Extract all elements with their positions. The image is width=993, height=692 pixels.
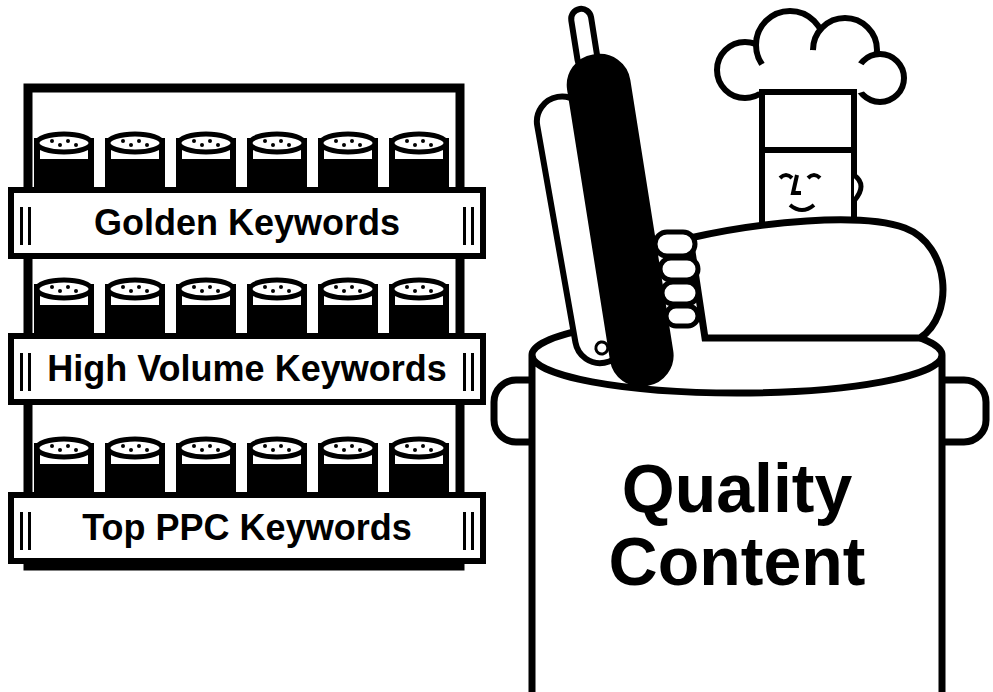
- spice-jar: [179, 134, 233, 189]
- spice-jar: [321, 439, 375, 494]
- spice-jar: [108, 134, 162, 189]
- spice-jar: [250, 280, 304, 335]
- spice-jar: [250, 134, 304, 189]
- spice-jar: [392, 134, 446, 189]
- shelf-text: Golden Keywords: [94, 202, 400, 244]
- shelf-label: Top PPC Keywords: [8, 492, 486, 564]
- spice-jar: [179, 280, 233, 335]
- spice-jar: [37, 280, 91, 335]
- spice-jar: [37, 134, 91, 189]
- spice-jar: [392, 280, 446, 335]
- spice-jar: [108, 439, 162, 494]
- chef-hand: [655, 232, 698, 326]
- pot-label: Quality Content: [567, 317, 907, 599]
- spice-jar: [179, 439, 233, 494]
- spice-jar: [321, 134, 375, 189]
- shelf-text: Top PPC Keywords: [82, 507, 411, 549]
- spice-jar: [37, 439, 91, 494]
- spice-jar: [392, 439, 446, 494]
- rolling-pin: [558, 3, 675, 387]
- chef-arm: [690, 220, 943, 338]
- spice-jar: [108, 280, 162, 335]
- shelf-text: High Volume Keywords: [47, 348, 446, 390]
- chef-hat: [717, 11, 904, 150]
- spice-jar: [250, 439, 304, 494]
- shelf-label: High Volume Keywords: [8, 333, 486, 405]
- cooking-pot: Quality Content: [525, 317, 949, 692]
- shelf-label: Golden Keywords: [8, 187, 486, 259]
- spice-jar: [321, 280, 375, 335]
